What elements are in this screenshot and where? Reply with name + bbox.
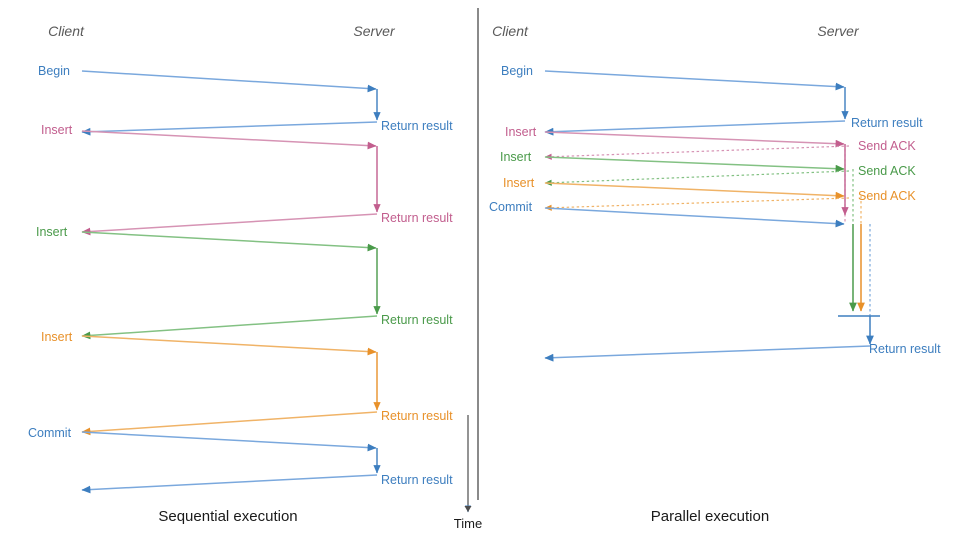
request-arrow-commit [81, 431, 377, 452]
reply-arrow-commit [81, 474, 378, 494]
server-reply-label-begin: Return result [381, 119, 453, 133]
server-reply-label-insert-2: Return result [381, 313, 453, 327]
reply-arrow-commit [544, 345, 871, 362]
reply-arrow-insert-2 [81, 315, 378, 340]
request-arrow-insert-1 [544, 131, 845, 148]
server-reply-label-commit: Return result [869, 342, 941, 356]
request-arrow-begin [81, 70, 377, 93]
reply-arrow-begin [544, 120, 846, 136]
client-action-label-begin: Begin [501, 64, 533, 78]
client-action-label-commit: Commit [489, 200, 533, 214]
ack-arrow-insert-2 [544, 170, 850, 186]
lane-title-server: Server [817, 23, 860, 39]
time-axis-label: Time [454, 516, 482, 531]
lane-title-client: Client [492, 23, 529, 39]
client-action-label-begin: Begin [38, 64, 70, 78]
lane-title-server: Server [353, 23, 396, 39]
server-reply-label-insert-3: Return result [381, 409, 453, 423]
client-action-label-commit: Commit [28, 426, 72, 440]
panel-caption-sequential: Sequential execution [158, 508, 297, 525]
client-action-label-insert-2: Insert [36, 225, 68, 239]
request-arrow-insert-2 [81, 231, 377, 252]
client-action-label-insert-3: Insert [503, 176, 535, 190]
reply-arrow-insert-3 [81, 411, 378, 436]
lane-title-client: Client [48, 23, 85, 39]
reply-arrow-begin [81, 121, 378, 136]
ack-arrow-insert-3 [544, 197, 850, 211]
ack-label-insert-1: Send ACK [858, 139, 916, 153]
server-reply-label-commit: Return result [381, 473, 453, 487]
client-action-label-insert-3: Insert [41, 330, 73, 344]
panel-caption-parallel: Parallel execution [651, 508, 769, 525]
request-arrow-insert-1 [81, 130, 377, 150]
client-action-label-insert-1: Insert [505, 125, 537, 139]
ack-label-insert-3: Send ACK [858, 189, 916, 203]
ack-label-insert-2: Send ACK [858, 164, 916, 178]
server-reply-label-begin: Return result [851, 116, 923, 130]
request-arrow-insert-2 [544, 156, 845, 173]
reply-arrow-insert-1 [81, 213, 378, 236]
client-action-label-insert-2: Insert [500, 150, 532, 164]
request-arrow-commit [544, 207, 845, 228]
request-arrow-insert-3 [81, 335, 377, 356]
request-arrow-insert-3 [544, 182, 845, 200]
ack-arrow-insert-1 [544, 145, 850, 160]
server-reply-label-insert-1: Return result [381, 211, 453, 225]
client-action-label-insert-1: Insert [41, 123, 73, 137]
time-axis-arrowhead [464, 506, 472, 512]
request-arrow-begin [544, 70, 845, 91]
